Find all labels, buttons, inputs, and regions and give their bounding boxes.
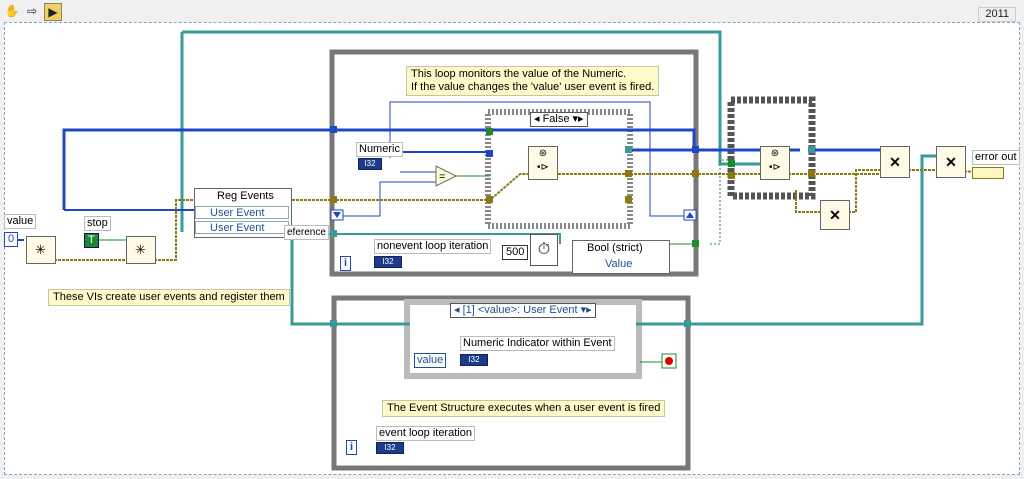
tunnel (625, 170, 632, 177)
create-user-event-node-stop[interactable]: ✳ (126, 236, 156, 264)
error-wire-7 (848, 169, 880, 213)
reg-event-row-2[interactable]: User Event (195, 221, 289, 234)
right-arrow-icon[interactable]: ⇨ (26, 4, 38, 18)
unregister-events-node[interactable]: ✕ (936, 146, 966, 178)
nonevent-iteration-label: nonevent loop iteration (374, 239, 492, 254)
destroy-user-event-node-1[interactable]: ✕ (880, 146, 910, 178)
tunnel (684, 320, 691, 327)
bool-property-item: Value (605, 258, 633, 270)
create-note: These VIs create user events and registe… (48, 289, 290, 306)
generate-user-event-node-1[interactable]: ⊛•⊳ (528, 146, 558, 180)
tunnel (728, 160, 735, 167)
blue-wire-top (62, 128, 696, 210)
bool-property-title: Bool (strict) (587, 242, 643, 254)
create-user-event-node-value[interactable]: ✳ (26, 236, 56, 264)
error-out-label: error out (972, 150, 1020, 165)
event-while-loop[interactable] (331, 295, 691, 471)
tunnel (808, 146, 815, 153)
tunnel (808, 170, 815, 177)
tunnel (486, 128, 493, 135)
generate-user-event-node-2[interactable]: ⊛•⊳ (760, 146, 790, 180)
tunnel (692, 170, 699, 177)
tunnel (625, 196, 632, 203)
tunnel (330, 196, 337, 203)
event-iteration-label: event loop iteration (376, 426, 475, 441)
tunnel (330, 320, 337, 327)
iteration-terminal-2: i (346, 440, 358, 455)
numeric-label: Numeric (356, 142, 403, 157)
destroy-user-event-node-2[interactable]: ✕ (820, 200, 850, 230)
toolbar: ✋ ⇨ ▶ 2011 (0, 0, 1024, 22)
numeric-terminal[interactable]: I32 (358, 158, 382, 170)
teal-wire-bool (292, 233, 561, 244)
blue-wire-shift (389, 101, 694, 217)
numeric-indicator-label: Numeric Indicator within Event (460, 336, 615, 351)
wait-timer-icon[interactable]: ⏱ (530, 234, 558, 266)
vi-tool-icon[interactable]: ▶ (44, 3, 62, 21)
error-wire-2 (154, 199, 196, 261)
event-case-selector[interactable]: ◂ [1] <value>: User Event ▾▸ (450, 303, 596, 318)
tunnel (692, 146, 699, 153)
teal-refnum-wire (182, 30, 760, 166)
equal-node[interactable] (435, 165, 458, 187)
teal-wire-event (290, 236, 410, 326)
event-iteration-indicator: I32 (376, 442, 404, 454)
wait-constant[interactable]: 500 (502, 245, 529, 260)
tunnel (625, 146, 632, 153)
tunnel (330, 230, 337, 237)
numeric-indicator-terminal: I32 (460, 354, 488, 366)
value-label: value (4, 214, 37, 229)
value-control[interactable]: 0 (4, 232, 19, 247)
monitor-note: This loop monitors the value of the Nume… (406, 66, 660, 96)
bool-property-node[interactable]: Bool (strict) Value (572, 240, 670, 274)
tunnel (486, 196, 493, 203)
error-wire-3 (292, 173, 530, 201)
iteration-terminal-1: i (340, 256, 352, 271)
event-reg-ref-label: eference (284, 225, 329, 240)
event-data-value: value (414, 353, 447, 368)
tunnel (330, 126, 337, 133)
tunnel (486, 150, 493, 157)
green-wire-seq (710, 159, 734, 245)
teal-wire-destroy (636, 154, 948, 326)
event-note: The Event Structure executes when a user… (382, 400, 666, 417)
nonevent-iteration-indicator: I32 (374, 256, 402, 268)
event-structure[interactable] (404, 299, 642, 379)
case-selector[interactable]: ◂ False ▾▸ (530, 112, 588, 127)
polling-while-loop[interactable] (329, 49, 699, 277)
error-out-indicator (972, 167, 1004, 179)
reg-events-title: Reg Events (217, 190, 274, 202)
stop-label: stop (84, 216, 111, 231)
stop-control[interactable]: T (84, 233, 99, 248)
reg-event-row-1[interactable]: User Event (195, 206, 289, 219)
hand-pointer-icon[interactable]: ✋ (4, 4, 20, 18)
tunnel (728, 172, 735, 179)
reg-events-node[interactable]: Reg Events User Event User Event (194, 188, 292, 238)
version-label: 2011 (978, 7, 1016, 22)
svg-text:=: = (439, 171, 445, 183)
stop-icon (665, 357, 673, 365)
tunnel (692, 240, 699, 247)
error-wire-6 (795, 190, 820, 213)
